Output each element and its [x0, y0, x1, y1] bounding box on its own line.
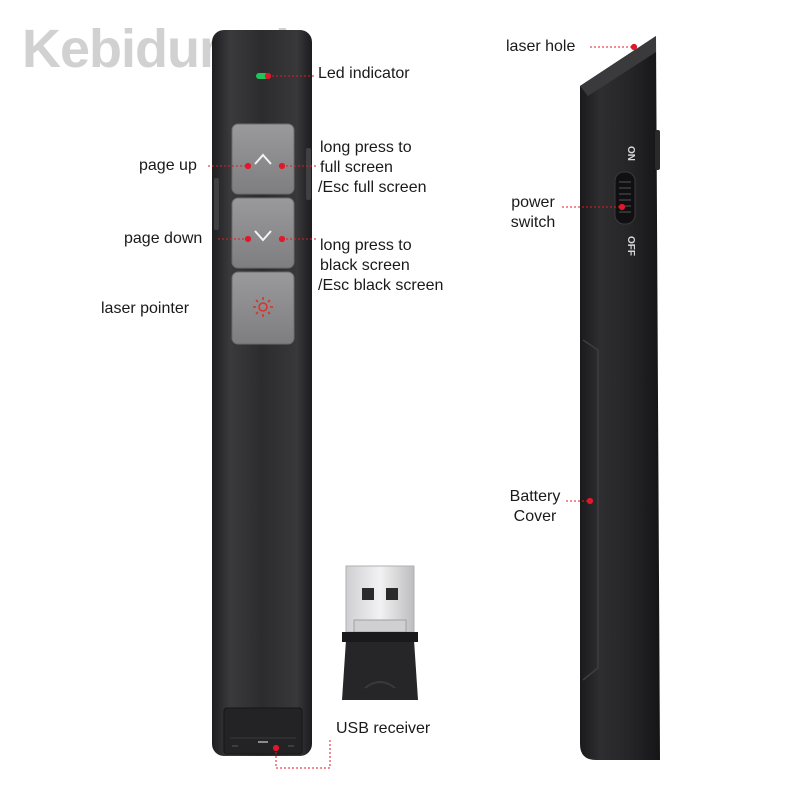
marker-battery-cover [586, 497, 594, 505]
page-down-button[interactable] [231, 197, 295, 269]
chevron-up-icon [254, 153, 272, 165]
marker-black-screen [278, 235, 286, 243]
marker-page-up [244, 162, 252, 170]
label-laser-pointer: laser pointer [101, 300, 190, 317]
usb-grip [364, 681, 396, 689]
label-usb-receiver: USB receiver [336, 720, 431, 737]
presenter-side [580, 36, 660, 760]
side-button-right [306, 148, 311, 200]
marker-power-switch [618, 203, 626, 211]
label-full-screen-3: /Esc full screen [318, 179, 427, 196]
usb-pin-hole-left [362, 588, 374, 600]
usb-receiver [342, 565, 418, 700]
label-page-up: page up [139, 157, 197, 174]
label-battery-cover-2: Cover [513, 508, 557, 525]
label-battery-cover-1: Battery [509, 488, 561, 505]
battery-cover-seam [582, 339, 599, 681]
label-full-screen-1: long press to [320, 139, 412, 156]
label-black-screen-2: black screen [320, 257, 410, 274]
usb-body [342, 640, 418, 700]
chevron-down-icon [254, 230, 272, 242]
marker-full-screen [278, 162, 286, 170]
switch-on-text: ON [625, 146, 636, 161]
laser-button[interactable] [231, 271, 295, 345]
label-full-screen-2: full screen [320, 159, 393, 176]
side-body [580, 36, 660, 760]
marker-receiver-slot [272, 744, 280, 752]
switch-off-text: OFF [625, 236, 636, 256]
marker-page-down [244, 235, 252, 243]
marker-laser-hole [630, 43, 638, 51]
power-switch[interactable] [614, 171, 636, 225]
slot-mark [258, 741, 268, 743]
label-power-switch-2: switch [510, 214, 556, 231]
presenter-front [212, 30, 312, 756]
page-up-button[interactable] [231, 123, 295, 195]
side-top-bevel [580, 36, 656, 96]
label-black-screen-3: /Esc black screen [318, 277, 444, 294]
label-power-switch-1: power [511, 194, 555, 211]
usb-pin-hole-right [386, 588, 398, 600]
led-icon [256, 73, 268, 79]
label-led-indicator: Led indicator [318, 65, 410, 82]
callouts [208, 43, 638, 769]
label-page-down: page down [124, 230, 203, 247]
laser-icon [253, 297, 273, 317]
side-ridge [655, 130, 660, 170]
marker-led [264, 72, 272, 80]
receiver-slot [223, 707, 303, 755]
usb-plug-inner [353, 619, 407, 633]
side-button-left [214, 178, 219, 230]
label-black-screen-1: long press to [320, 237, 412, 254]
label-laser-hole: laser hole [506, 38, 576, 55]
